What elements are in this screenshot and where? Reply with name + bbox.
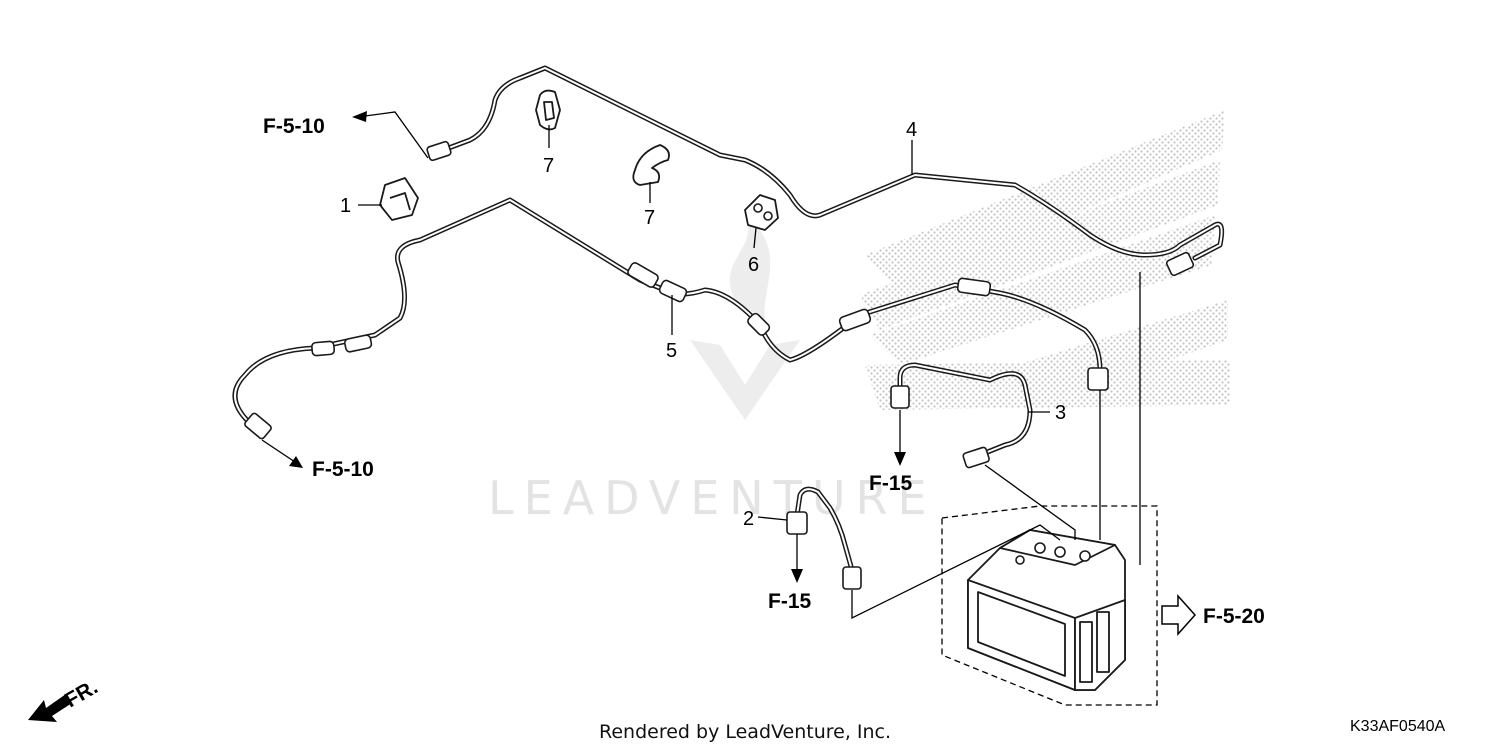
watermark-text: LEADVENTURE [488,471,937,525]
abs-modulator-unit[interactable] [967,529,1126,691]
clamp-6[interactable] [744,194,779,231]
ref-label-bottom-left[interactable]: F-5-10 [312,458,374,481]
footer-credit: Rendered by LeadVenture, Inc. [599,721,891,743]
brake-pipe-5[interactable] [232,197,1109,440]
ref-label-middle-right[interactable]: F-15 [869,472,913,495]
front-direction-indicator: FR. [28,675,102,722]
ref-label-bottom-middle[interactable]: F-15 [768,590,812,613]
callout-leaders [358,125,1050,521]
ref-label-abs-unit[interactable]: F-5-20 [1203,605,1265,628]
clip-1[interactable] [379,177,419,221]
front-arrow-icon [28,694,72,722]
callout-part-7-middle[interactable]: 7 [644,207,655,229]
diagram-code: K33AF0540A [1350,718,1446,735]
callout-part-5[interactable]: 5 [666,340,677,362]
clip-7-top[interactable] [535,89,561,131]
abs-unit-box [941,505,1158,706]
clip-7-middle[interactable] [632,144,670,186]
callout-part-6[interactable]: 6 [748,254,759,276]
callout-part-2[interactable]: 2 [743,508,754,530]
callout-part-1[interactable]: 1 [340,195,351,217]
reference-arrows [261,111,1197,636]
front-label: FR. [61,675,102,712]
brake-pipe-2[interactable] [786,486,862,590]
leadventure-watermark: LEADVENTURE [488,215,937,525]
callout-part-3[interactable]: 3 [1055,402,1066,424]
connection-lines [851,272,1141,620]
brake-pipe-3[interactable] [890,362,1033,469]
brake-pipe-4[interactable] [426,65,1225,277]
ref-label-top-left[interactable]: F-5-10 [263,115,325,138]
callout-part-7-top[interactable]: 7 [543,155,554,177]
callout-part-4[interactable]: 4 [906,119,917,141]
